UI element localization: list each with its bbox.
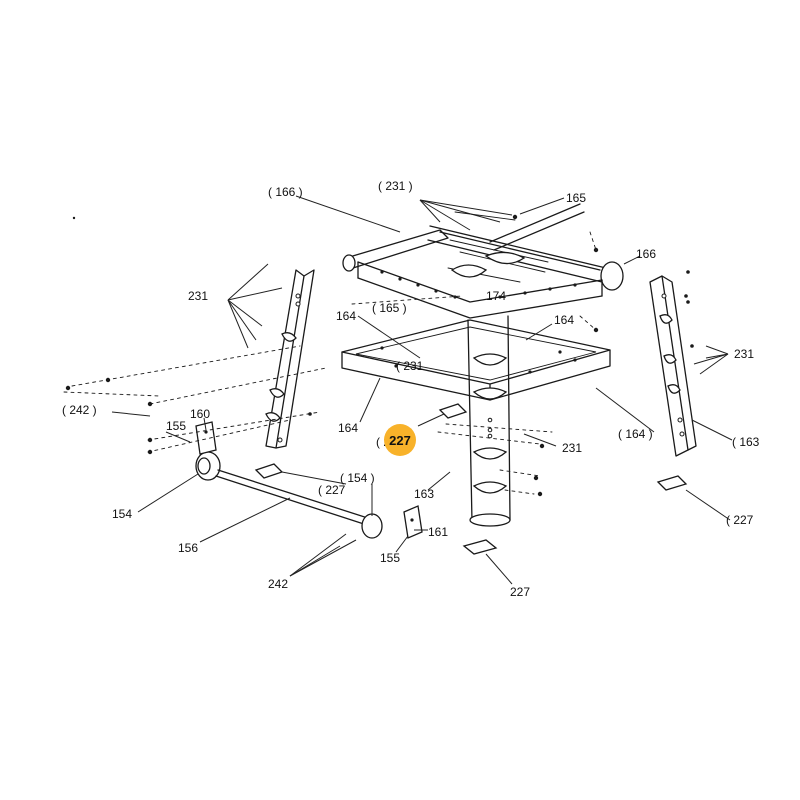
callout-165-a: 165 <box>566 191 586 205</box>
callout-155-a: 155 <box>166 419 186 433</box>
callout-242-b: 242 <box>268 577 288 591</box>
callout-231-a: ( 231 ) <box>378 179 413 193</box>
leader-lines <box>111 195 733 585</box>
callout-166-a: ( 166 ) <box>268 185 303 199</box>
callout-163-b: 163 <box>414 487 434 501</box>
top-bolts-231 <box>419 199 518 231</box>
bolt-lines <box>63 216 694 497</box>
callout-174: 174 <box>486 289 506 303</box>
callout-231-d: 231 <box>734 347 754 361</box>
callout-163-a: ( 163 <box>732 435 760 449</box>
callout-164-a: 164 <box>336 309 356 323</box>
callout-161: 161 <box>428 525 448 539</box>
axle-assembly <box>195 421 423 539</box>
highlight-label: 227 <box>389 433 411 448</box>
callout-231-b: 231 <box>188 289 208 303</box>
callout-227-b: ( 227 <box>318 483 346 497</box>
callout-164-b: 164 <box>554 313 574 327</box>
top-frame <box>342 203 624 319</box>
callout-164-c: 164 <box>338 421 358 435</box>
feet-227 <box>254 403 688 555</box>
left-leg <box>265 269 315 449</box>
callout-227-c: ( 227 <box>726 513 754 527</box>
highlight-marker <box>384 424 416 456</box>
callout-166-b: 166 <box>636 247 656 261</box>
callout-242-a: ( 242 ) <box>62 403 97 417</box>
callout-154-b: 154 <box>112 507 132 521</box>
callout-156: 156 <box>178 541 198 555</box>
callout-164-d: ( 164 ) <box>618 427 653 441</box>
highlighted-callout-227[interactable]: 227 <box>384 424 416 456</box>
callout-165-b: ( 165 ) <box>372 301 407 315</box>
callout-231-c: ( 231 <box>396 359 424 373</box>
callout-155-b: 155 <box>380 551 400 565</box>
callout-231-e: 231 <box>562 441 582 455</box>
callout-154-a: ( 154 ) <box>340 471 375 485</box>
callout-227-d: 227 <box>510 585 530 599</box>
right-leg <box>649 275 697 457</box>
center-leg <box>467 315 511 527</box>
callout-160: 160 <box>190 407 210 421</box>
callout-labels: ( 166 ) ( 231 ) 165 166 174 231 ( 165 ) … <box>62 179 760 599</box>
